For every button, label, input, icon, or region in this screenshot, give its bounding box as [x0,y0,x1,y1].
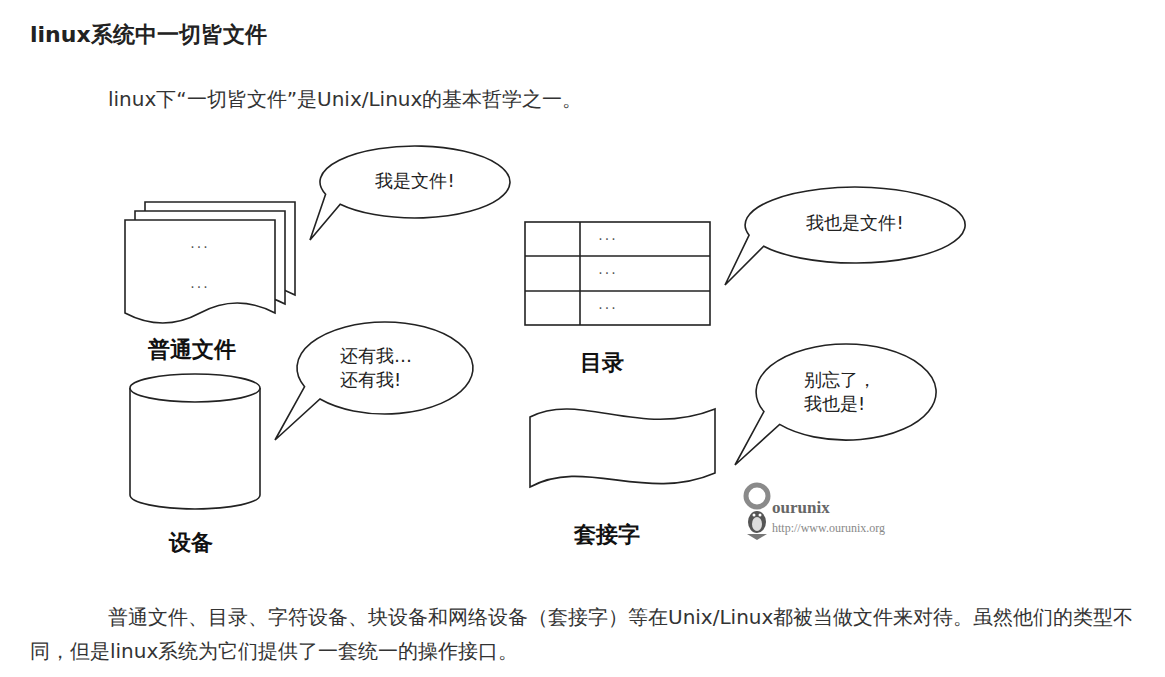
device-cylinder: 设备 [125,370,270,565]
shape-caption: 普通文件 [148,335,236,365]
shape-caption: 设备 [169,528,213,558]
watermark-text: ourunix [772,498,830,518]
bubble-text: 别忘了， 我也是! [804,368,888,417]
watermark-url: http://www.ourunix.org [772,521,885,536]
speech-bubble: 我是文件! [300,140,530,250]
ellipsis: ··· [598,231,617,247]
ellipsis: ··· [190,239,209,255]
directory-table: ··· ··· ··· 目录 [520,215,720,390]
file-pages: ··· ··· 普通文件 [120,185,310,370]
shape-caption: 套接字 [574,520,640,550]
penguin-logo [746,485,768,540]
ellipsis: ··· [598,300,617,316]
bubble-outline [720,180,975,290]
intro-paragraph: linux下“一切皆文件”是Unix/Linux的基本哲学之一。 [108,86,582,113]
socket-tape: 套接字 [525,395,725,560]
shape-caption: 目录 [580,348,624,378]
speech-bubble: 别忘了， 我也是! [728,340,948,470]
page-title: linux系统中一切皆文件 [30,20,267,50]
speech-bubble: 还有我… 还有我! [268,318,483,448]
bubble-outline [300,140,530,250]
ellipsis: ··· [598,265,617,281]
bubble-text: 我也是文件! [806,211,903,235]
bubble-text: 还有我… 还有我! [340,344,424,393]
bubble-text: 我是文件! [375,169,454,193]
ellipsis: ··· [190,279,209,295]
body-paragraph: 普通文件、目录、字符设备、块设备和网络设备（套接字）等在Unix/Linux都被… [30,600,1140,668]
speech-bubble: 我也是文件! [720,180,975,290]
